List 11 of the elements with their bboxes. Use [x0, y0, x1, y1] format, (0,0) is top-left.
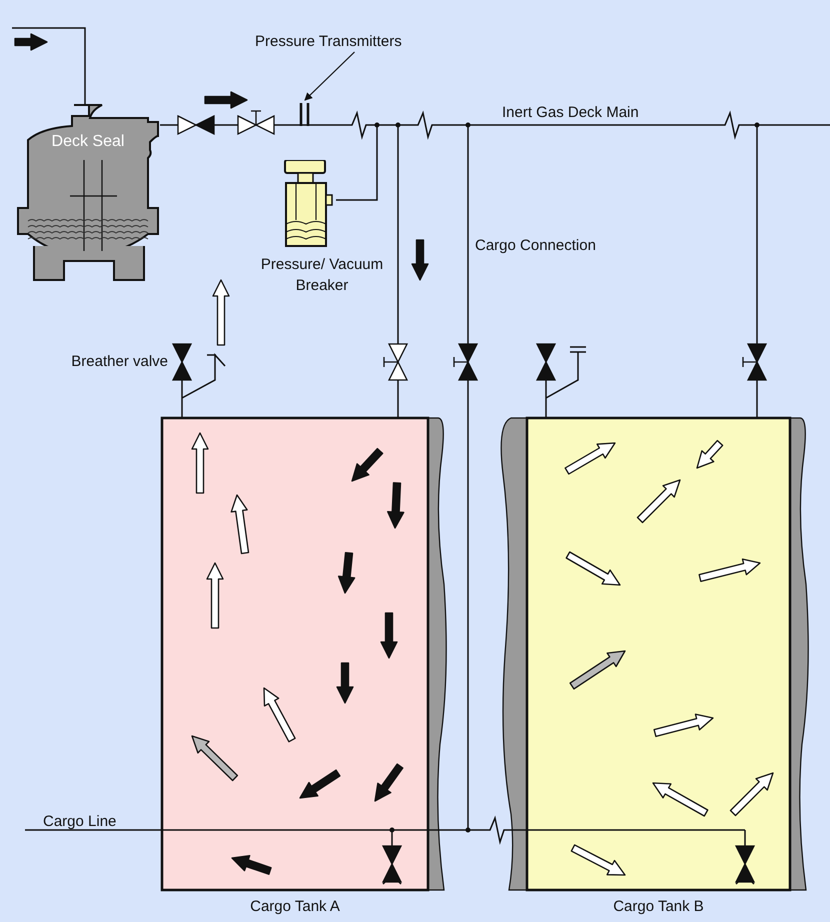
callout-label: Pressure Transmitters [255, 32, 440, 52]
equipment-label: Deck Seal [50, 133, 126, 151]
tank-label: Cargo Tank A [249, 898, 341, 916]
part-label: Inert Gas Deck Main [502, 104, 639, 122]
pipe-line [428, 815, 745, 845]
equipment-label: Pressure/ Vacuum Breaker [260, 255, 384, 296]
tank-label: Cargo Tank B [612, 898, 705, 916]
part-label: Cargo Connection [475, 237, 596, 255]
part-label: Breather valve [71, 353, 168, 371]
leader-line [304, 52, 355, 101]
part-label: Cargo Line [43, 813, 116, 831]
